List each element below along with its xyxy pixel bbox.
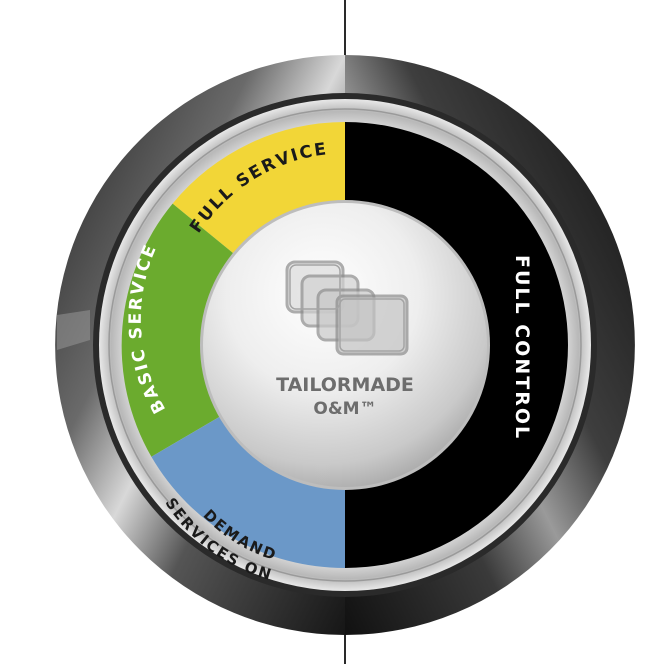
segment-services-on-demand xyxy=(151,416,345,569)
segment-full-service xyxy=(172,122,345,255)
center-title-line2: O&M™ xyxy=(313,399,376,419)
full-control-label: FULL CONTROL xyxy=(511,255,533,440)
rim-line xyxy=(108,108,582,582)
segment-full-control xyxy=(345,122,568,568)
center-title-line1: TAILORMADE xyxy=(276,374,414,396)
overlapping-squares-logo-icon xyxy=(285,260,409,356)
segment-basic-service xyxy=(121,203,235,457)
